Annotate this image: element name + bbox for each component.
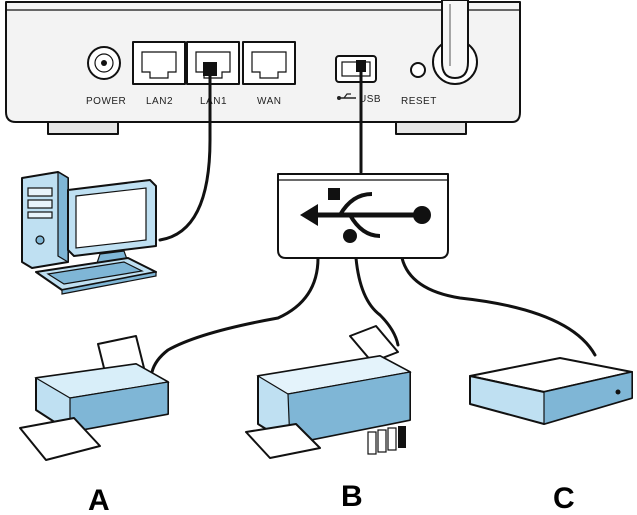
router-foot-right [395,121,467,135]
reset-label: RESET [401,96,437,107]
router: POWER LAN2 LAN1 WAN USB RESET [5,0,521,135]
cables [150,68,597,374]
router-foot-left [47,121,119,135]
printer-b [245,325,412,459]
antenna [432,0,478,85]
lan2-label: LAN2 [146,96,173,107]
label-c: C [553,482,575,515]
usb-port [335,55,377,83]
scanner-c [469,357,633,425]
lan-cable [158,72,212,242]
label-a: A [88,484,110,515]
usb-hub [277,173,449,259]
lan2-port [132,41,186,85]
power-label: POWER [86,96,126,107]
cable-printer-b [354,256,400,347]
reset-button [410,62,426,78]
usb-symbol-small-icon [337,93,356,100]
usb-plug [356,60,366,72]
cable-scanner-c [400,256,597,357]
lan1-port [186,41,240,85]
printer-a [19,335,170,461]
lan1-plug [203,62,217,76]
power-jack [87,46,121,80]
usb-label: USB [359,94,381,105]
lan1-label: LAN1 [200,96,227,107]
computer [21,170,157,295]
cable-printer-a [150,256,320,374]
wan-port [242,41,296,85]
ink-cartridges [367,426,406,455]
usb-icon [300,188,431,243]
wan-label: WAN [257,96,281,107]
label-b: B [341,480,363,513]
